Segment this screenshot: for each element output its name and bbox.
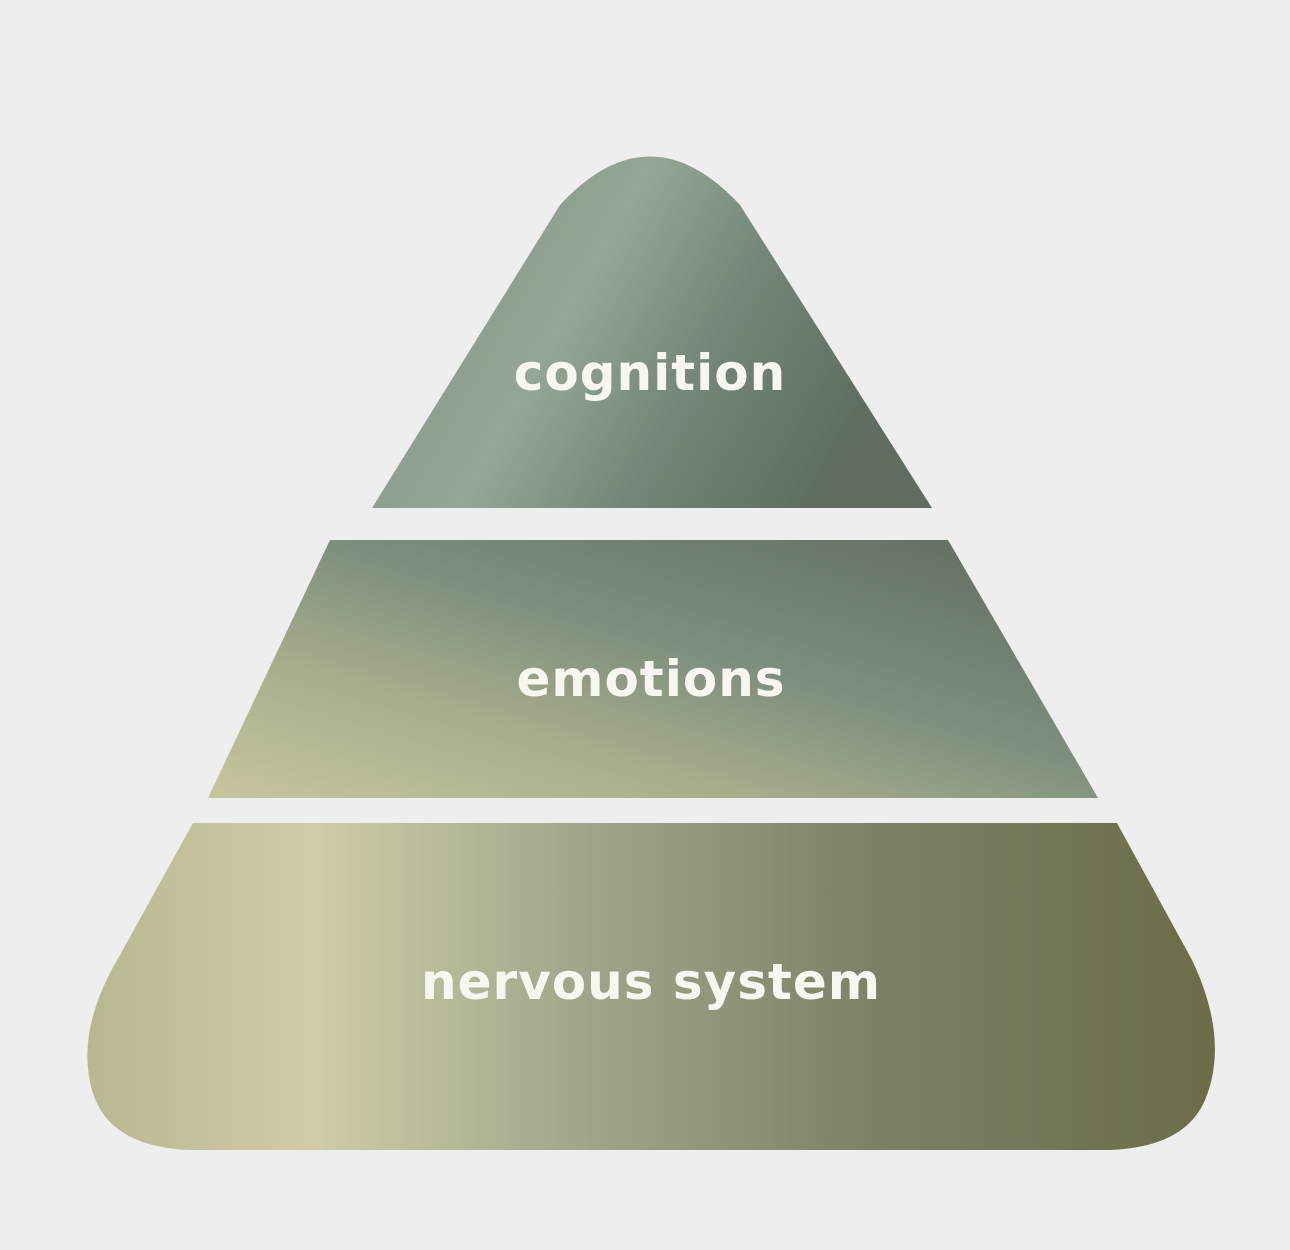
tier-label-cognition: cognition bbox=[514, 344, 787, 402]
tier-label-nervous-system: nervous system bbox=[421, 953, 881, 1011]
tier-label-emotions: emotions bbox=[516, 650, 785, 708]
pyramid-tier-emotions bbox=[208, 540, 1098, 798]
pyramid-tier-cognition bbox=[372, 156, 932, 508]
pyramid-tier-nervous-system bbox=[87, 823, 1215, 1150]
